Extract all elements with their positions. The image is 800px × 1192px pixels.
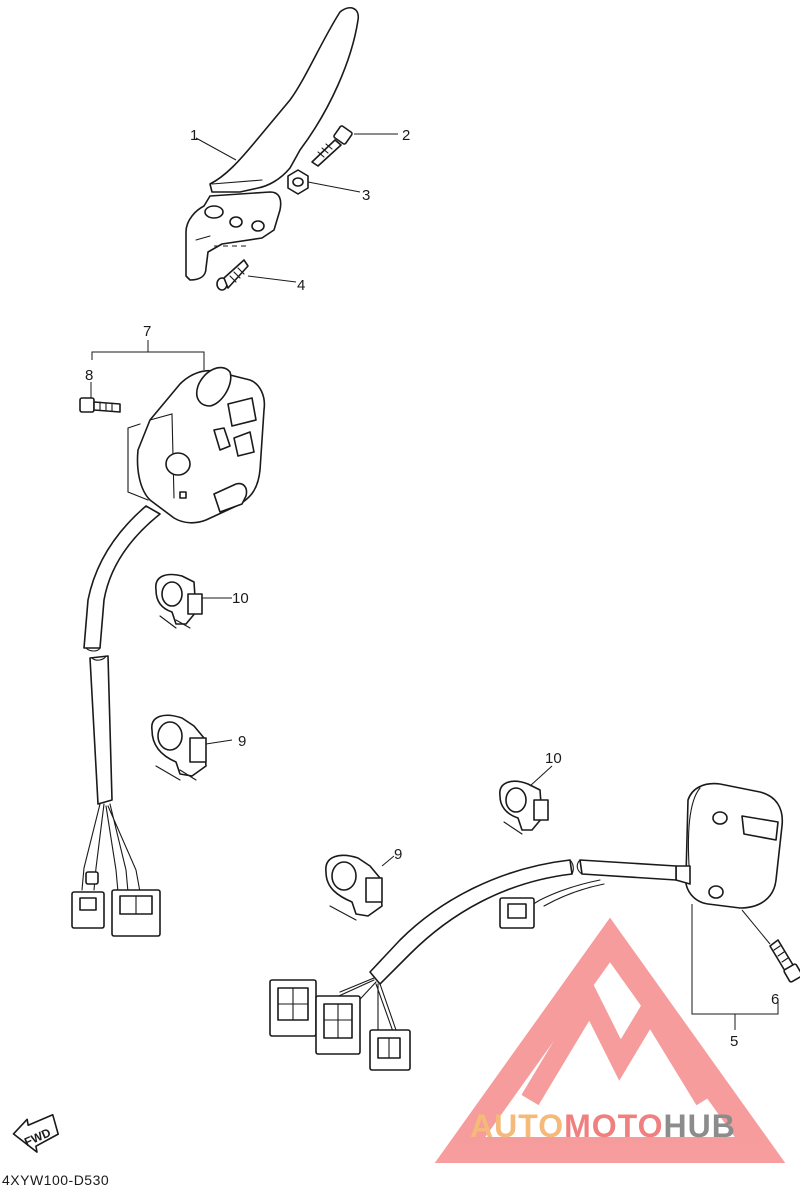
callout-10-right: 10 (545, 750, 562, 767)
wire-clamp-10-left (155, 573, 232, 629)
right-switch-harness (269, 859, 677, 1071)
callout-5: 5 (730, 1033, 738, 1050)
callout-7: 7 (143, 323, 151, 340)
wire-clamp-9-left (151, 714, 233, 781)
callout-10-left: 10 (232, 590, 249, 607)
wire-clamp-9-right (325, 854, 395, 921)
bracket-5 (691, 904, 779, 1030)
switch-screw (79, 382, 121, 413)
adjuster-screw (216, 259, 249, 291)
leader-lines-upper (195, 133, 398, 283)
watermark-brand: AUTOMOTOHUB (470, 1108, 736, 1145)
left-handlebar-switch (127, 366, 266, 524)
diagram-code: 4XYW100-D530 (2, 1172, 110, 1188)
nut (287, 169, 309, 195)
watermark-part-hub: HUB (663, 1108, 736, 1144)
callout-4: 4 (297, 277, 305, 294)
callout-3: 3 (362, 187, 370, 204)
clutch-lever (185, 7, 360, 281)
fwd-arrow-icon: FWD (12, 1113, 59, 1153)
watermark-logo (434, 917, 786, 1163)
callout-2: 2 (402, 127, 410, 144)
right-handlebar-switch (675, 782, 784, 909)
watermark-part-moto: MOTO (564, 1108, 664, 1144)
callout-8: 8 (85, 367, 93, 384)
callout-9-right: 9 (394, 846, 402, 863)
left-switch-harness (71, 505, 161, 937)
watermark-part-auto: AUTO (470, 1108, 565, 1144)
callout-1: 1 (190, 127, 198, 144)
bracket-7 (91, 340, 205, 370)
pivot-bolt (311, 125, 353, 167)
right-switch-screw (741, 909, 800, 983)
wire-clamp-10-right (499, 765, 553, 835)
callout-6: 6 (771, 991, 779, 1008)
callout-9-left: 9 (238, 733, 246, 750)
